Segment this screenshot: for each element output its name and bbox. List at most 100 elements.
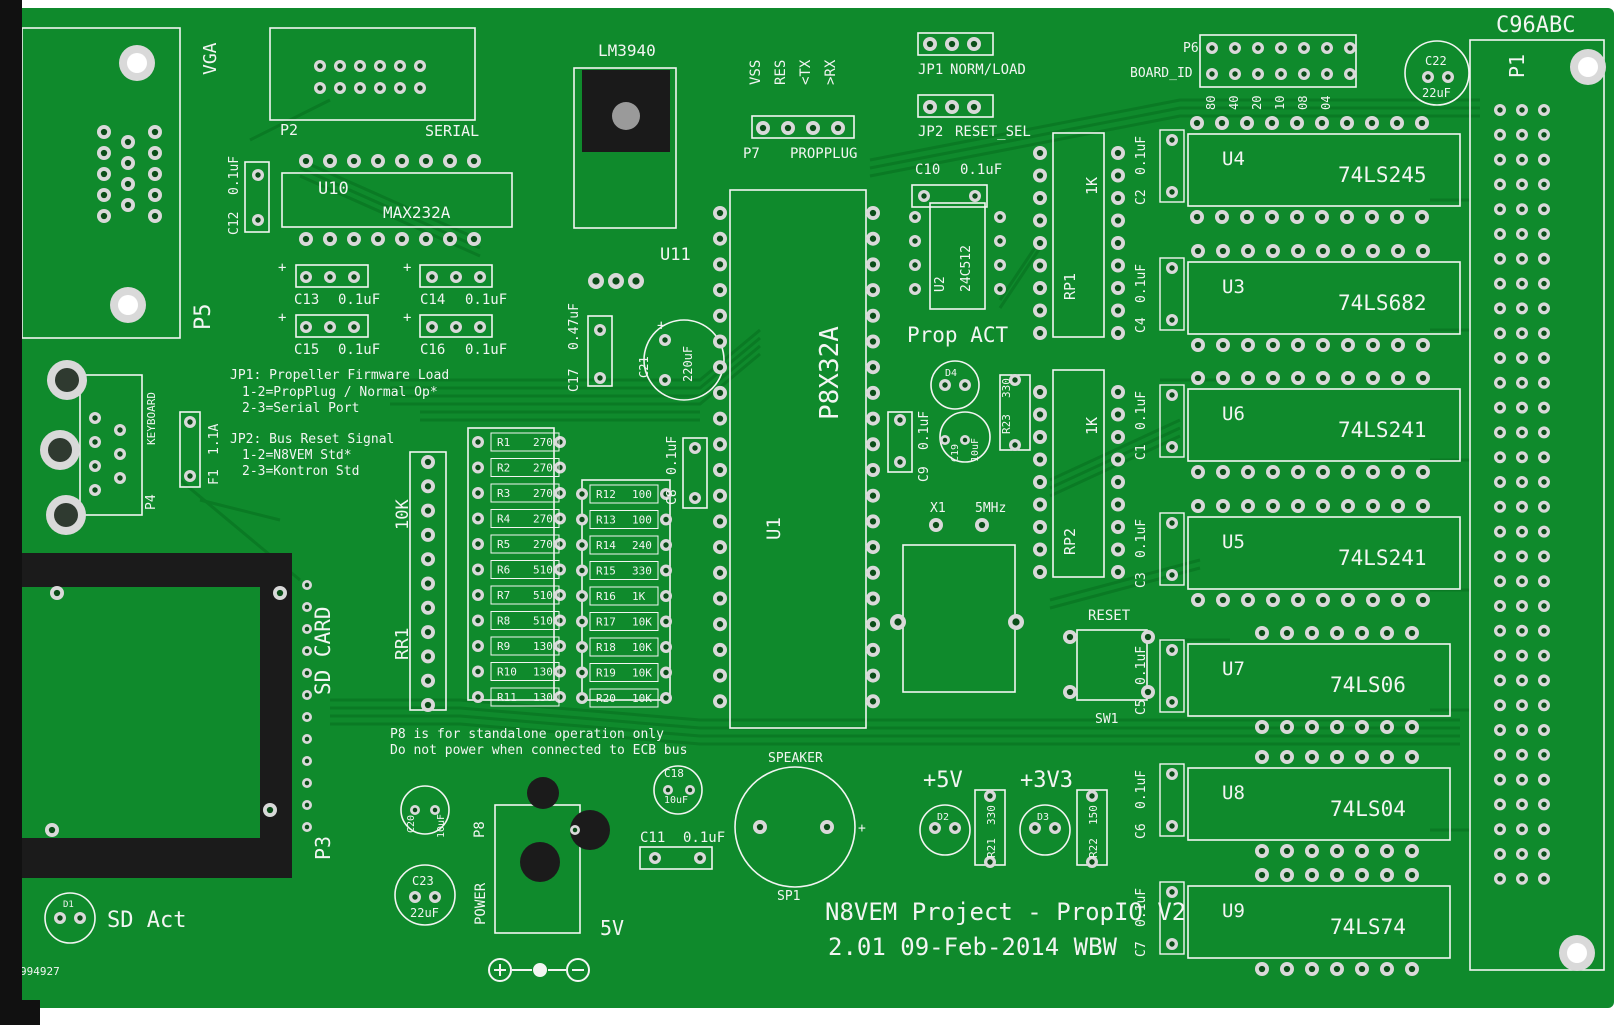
pad-hole bbox=[424, 507, 432, 514]
pad-hole bbox=[869, 235, 877, 242]
pad-hole bbox=[1369, 502, 1377, 510]
label-d1: D1 bbox=[63, 900, 74, 910]
pad-hole bbox=[1293, 213, 1301, 221]
label-reset-sel: RESET_SEL bbox=[955, 124, 1031, 140]
pad-hole bbox=[453, 324, 459, 330]
propplug-pin-res: RES bbox=[773, 60, 789, 85]
pad-hole bbox=[53, 589, 61, 597]
pad-hole bbox=[1541, 578, 1547, 584]
pad-hole bbox=[869, 389, 877, 397]
pad-hole bbox=[1218, 213, 1226, 221]
sw1-outline bbox=[1076, 629, 1148, 701]
pad-hole bbox=[1519, 528, 1525, 535]
pad-hole bbox=[1219, 596, 1227, 604]
pad-hole bbox=[57, 915, 63, 921]
pad-hole bbox=[1344, 468, 1352, 476]
pad-hole bbox=[1519, 776, 1525, 783]
pad-hole bbox=[1301, 45, 1307, 51]
resistor-body-r15 bbox=[589, 561, 659, 580]
label-5mhz: 5MHz bbox=[975, 501, 1006, 516]
pad-hole bbox=[92, 463, 98, 469]
cap-ref-c6: C6 bbox=[1134, 823, 1149, 839]
pad-hole bbox=[1393, 119, 1401, 127]
note-jp1-option2: 2-3=Serial Port bbox=[242, 401, 359, 416]
pad-hole bbox=[1319, 502, 1327, 510]
resistor-body-r19 bbox=[589, 663, 659, 682]
pad-hole bbox=[1012, 442, 1018, 448]
pad-hole bbox=[1319, 374, 1327, 382]
pad-hole bbox=[1497, 826, 1503, 832]
label-sd-card: SD CARD bbox=[311, 606, 335, 695]
resistor-label-r9: R9 bbox=[497, 640, 510, 653]
pad-hole bbox=[48, 826, 56, 834]
pad-hole bbox=[716, 698, 724, 705]
pad-hole bbox=[942, 382, 948, 388]
chip-part-u6: 74LS241 bbox=[1338, 418, 1427, 442]
pad-hole bbox=[255, 217, 261, 223]
pad-hole bbox=[1343, 213, 1351, 221]
label-r22-value: 150 bbox=[1087, 805, 1100, 825]
pad-hole bbox=[869, 209, 877, 217]
pad-hole bbox=[475, 668, 481, 675]
pad-hole bbox=[1244, 374, 1252, 382]
d3-outline bbox=[1019, 804, 1071, 856]
pad-hole bbox=[557, 643, 563, 649]
pad-hole bbox=[1541, 752, 1547, 758]
resistor-label-r11: R11 bbox=[497, 691, 517, 704]
pad-hole bbox=[1497, 603, 1503, 609]
pad-hole bbox=[823, 823, 831, 831]
pad-hole bbox=[1497, 652, 1503, 659]
pad-hole bbox=[1497, 801, 1503, 808]
pad-hole bbox=[1383, 629, 1391, 637]
pad-hole bbox=[117, 451, 123, 457]
pad-hole bbox=[1194, 247, 1202, 255]
pad-hole bbox=[692, 445, 698, 451]
pad-hole bbox=[1541, 280, 1547, 287]
pad-hole bbox=[1541, 603, 1547, 609]
label-f1: F1 bbox=[207, 469, 222, 485]
pad-hole bbox=[1319, 341, 1327, 349]
pad-hole bbox=[1497, 280, 1503, 287]
pad-hole bbox=[151, 212, 159, 220]
pad-hole bbox=[422, 235, 430, 243]
pad-hole bbox=[304, 736, 310, 742]
pad-hole bbox=[1169, 137, 1175, 143]
pad-hole bbox=[1218, 119, 1226, 127]
pad-hole bbox=[1541, 628, 1547, 634]
resistor-label-r4: R4 bbox=[497, 513, 511, 526]
pad-hole bbox=[397, 85, 403, 91]
pad-hole bbox=[276, 589, 284, 597]
pad-hole bbox=[942, 437, 948, 443]
r-left-outline bbox=[467, 427, 555, 701]
pad-hole bbox=[869, 543, 877, 551]
pad-hole bbox=[357, 63, 363, 69]
pad-hole bbox=[869, 569, 877, 576]
u1-outline bbox=[729, 189, 867, 729]
pad-hole bbox=[869, 415, 877, 422]
pad-hole bbox=[1114, 546, 1122, 553]
label-sp1: SP1 bbox=[777, 889, 800, 904]
pad-hole bbox=[1519, 553, 1525, 560]
pad-hole bbox=[1258, 847, 1266, 855]
pad-hole bbox=[1393, 213, 1401, 221]
pad-hole bbox=[869, 518, 877, 525]
pad-hole bbox=[1258, 871, 1266, 879]
label-c8: C8 bbox=[665, 489, 680, 505]
c9-outline bbox=[887, 411, 913, 473]
pad-hole bbox=[424, 701, 432, 709]
label-c9: C9 bbox=[917, 466, 932, 482]
pad-hole bbox=[1369, 374, 1377, 382]
pad-hole bbox=[432, 894, 438, 900]
resistor-body-r16 bbox=[589, 586, 659, 606]
label-c15-value: 0.1uF bbox=[338, 342, 380, 358]
pad-hole bbox=[756, 823, 764, 831]
pad-hole bbox=[1169, 647, 1175, 653]
pad-hole bbox=[716, 261, 724, 268]
pad-hole bbox=[997, 286, 1003, 292]
pad-hole bbox=[1541, 404, 1547, 411]
pad-hole bbox=[663, 593, 669, 599]
pad-hole bbox=[377, 85, 383, 91]
pad-hole bbox=[1114, 433, 1122, 441]
pad-hole bbox=[357, 85, 363, 91]
